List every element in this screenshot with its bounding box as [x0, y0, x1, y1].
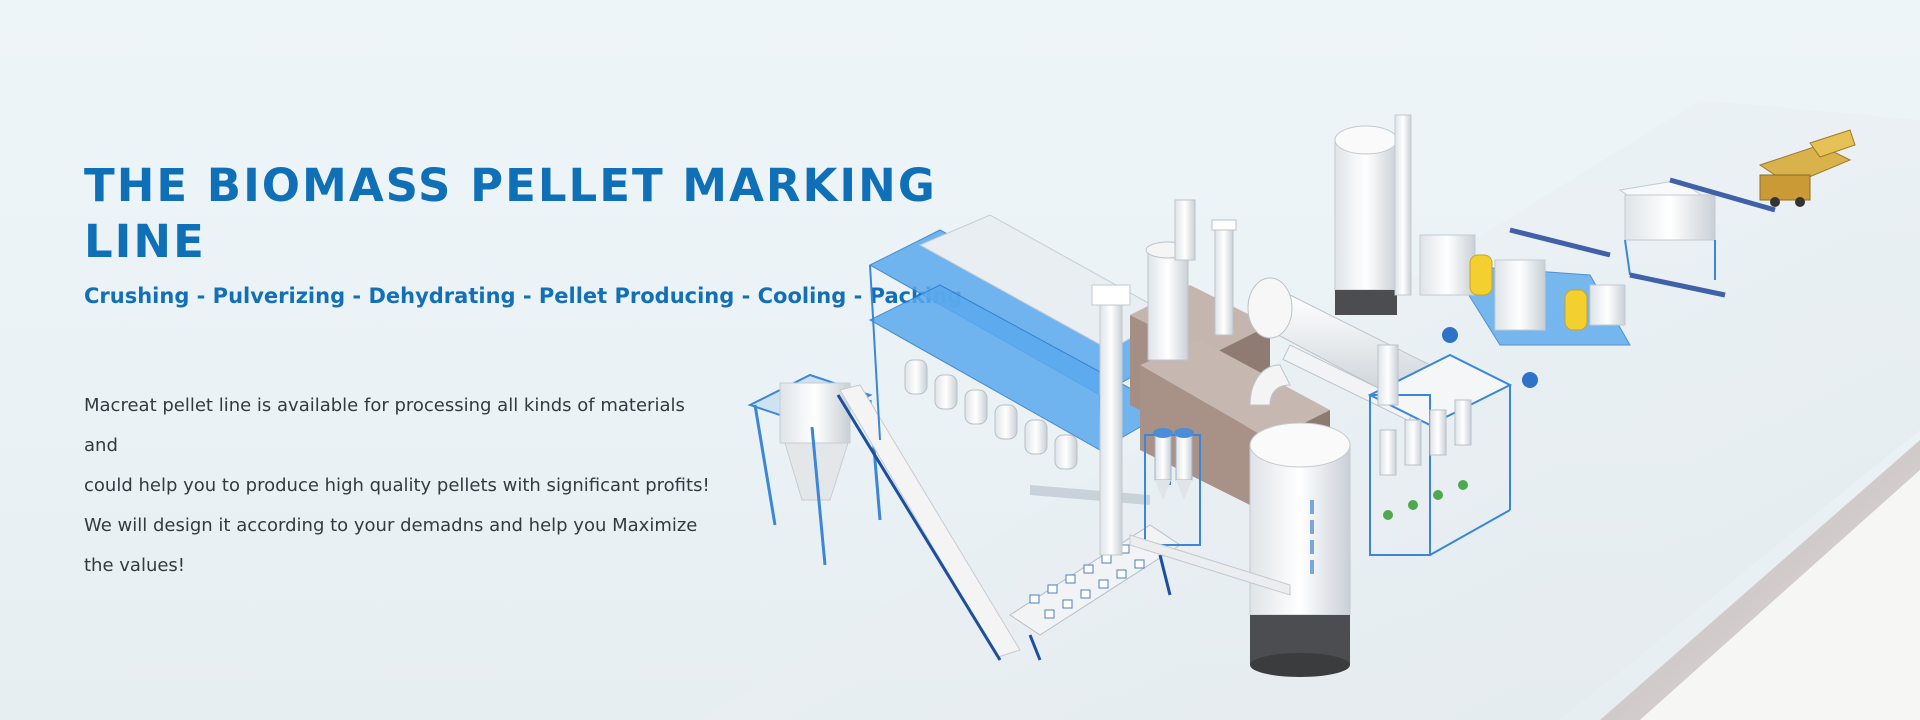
large-silo [1249, 422, 1351, 677]
vibrating-screen [1009, 524, 1181, 661]
description-line: We will design it according to your dema… [84, 515, 698, 536]
description: Macreat pellet line is available for pro… [84, 386, 714, 586]
crusher-truck [1758, 129, 1856, 207]
cooling-cyclones [1367, 344, 1513, 556]
cyclone-separator [1144, 428, 1201, 546]
packing-section [1509, 177, 1776, 298]
description-line: the values! [84, 555, 186, 576]
process-steps-subtitle: Crushing - Pulverizing - Dehydrating - P… [84, 284, 963, 308]
hero-text: THE BIOMASS PELLET MARKING LINE Crushing… [84, 158, 1024, 586]
silo-hopper [747, 373, 882, 566]
description-line: Macreat pellet line is available for pro… [84, 395, 685, 456]
description-line: could help you to produce high quality p… [84, 475, 710, 496]
storage-rack [868, 214, 1172, 516]
back-silo [1334, 114, 1412, 315]
page-title: THE BIOMASS PELLET MARKING LINE [84, 159, 937, 268]
belt-conveyor [1129, 534, 1291, 596]
pellet-production-line-illustration [747, 114, 1856, 677]
inclined-conveyor [836, 384, 1021, 661]
bucket-elevator [1091, 284, 1131, 556]
pellet-mill-section [1419, 234, 1631, 388]
